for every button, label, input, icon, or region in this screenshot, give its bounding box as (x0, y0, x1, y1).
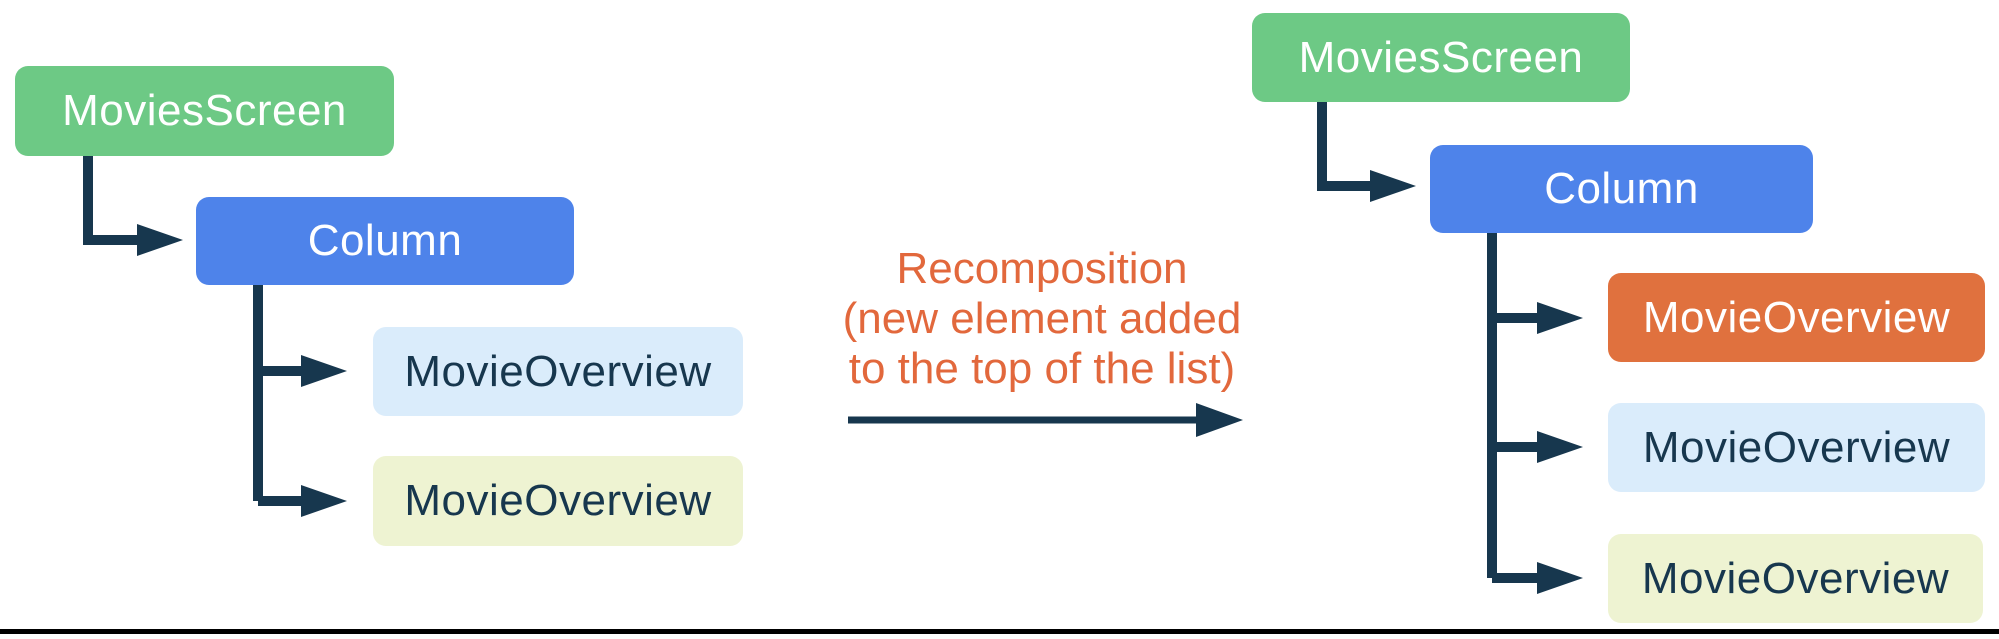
left-tree-child-node: MovieOverview (373, 327, 743, 416)
recomposition-label-line: Recomposition (896, 244, 1188, 293)
arrowhead-icon (1537, 431, 1583, 463)
connector-line (253, 285, 301, 506)
right-tree-child-node: MovieOverview (1608, 534, 1983, 623)
recomposition-label-line: (new element added (842, 294, 1242, 343)
bottom-border (0, 629, 1999, 634)
right-tree-root-node: MoviesScreen (1252, 13, 1630, 102)
arrowhead-icon (301, 485, 347, 517)
connector-line (83, 156, 137, 245)
right-tree-column-node: Column (1430, 145, 1813, 233)
arrowhead-icon (1537, 302, 1583, 334)
arrowhead-icon (1370, 170, 1416, 202)
right-tree-child-node: MovieOverview (1608, 403, 1985, 492)
left-tree-child-node: MovieOverview (373, 456, 743, 546)
left-tree-column-node: Column (196, 197, 574, 285)
arrowhead-icon (137, 224, 183, 256)
connector-line (1487, 233, 1537, 583)
connector-line (1317, 102, 1370, 191)
left-tree-root-node: MoviesScreen (15, 66, 394, 156)
recomposition-label-line: to the top of the list) (848, 344, 1236, 393)
arrowhead-icon (1537, 562, 1583, 594)
arrowhead-icon (1196, 403, 1243, 437)
right-tree-new-child-node: MovieOverview (1608, 273, 1985, 362)
arrowhead-icon (301, 355, 347, 387)
recomposition-label: Recomposition (new element added to the … (832, 244, 1252, 394)
